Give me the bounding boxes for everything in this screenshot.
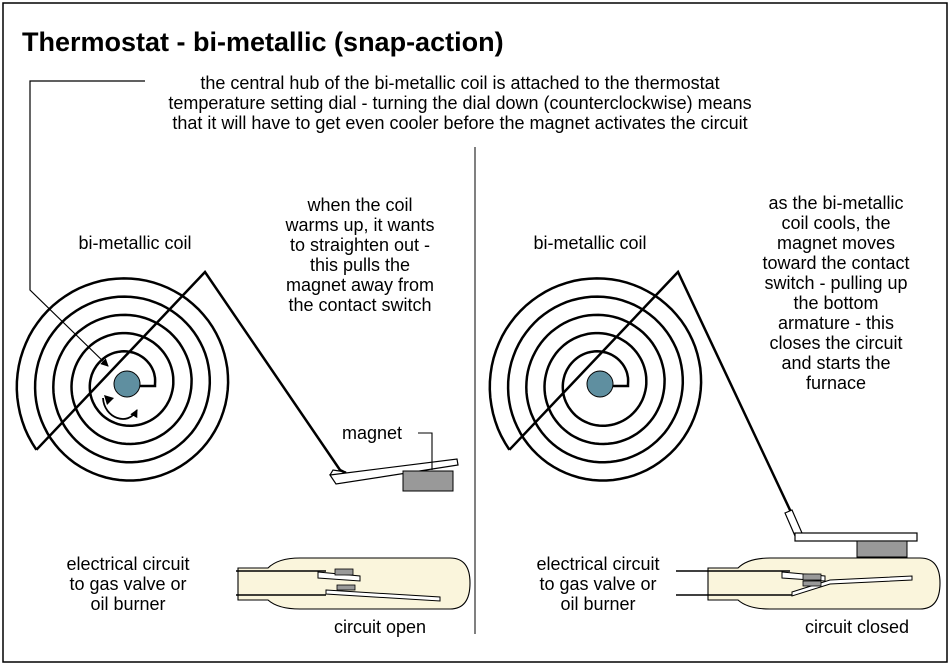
right-circuit-label-1: electrical circuit: [536, 554, 659, 574]
page-title: Thermostat - bi-metallic (snap-action): [22, 27, 504, 57]
left-warm-note-1: when the coil: [306, 195, 412, 215]
right-cool-note-6: the bottom: [793, 293, 878, 313]
right-state-label: circuit closed: [805, 617, 909, 637]
left-panel: bi-metallic coil when the coil warms up,…: [15, 195, 471, 637]
left-contact-switch-envelope: [237, 557, 471, 610]
right-cool-note-4: toward the contact: [762, 253, 909, 273]
right-upper-contact-pad: [802, 573, 822, 581]
right-cool-note-8: closes the circuit: [769, 333, 902, 353]
right-bimetallic-coil: [488, 277, 703, 482]
top-note-line-3: that it will have to get even cooler bef…: [172, 113, 747, 133]
right-coil-hub: [586, 370, 614, 398]
left-coil-label: bi-metallic coil: [78, 233, 191, 253]
right-cool-note-1: as the bi-metallic: [768, 193, 903, 213]
left-bimetallic-coil: [15, 277, 230, 482]
dial-rotation-arrowhead: [104, 395, 114, 405]
magnet-label: magnet: [342, 423, 402, 443]
outer-border: [2, 2, 948, 663]
dial-rotation-arrow: [102, 397, 138, 420]
right-arm-bend: [784, 509, 803, 537]
right-cool-note-7: armature - this: [778, 313, 894, 333]
left-lower-contact-pad: [336, 584, 356, 591]
left-arm-bend: [329, 469, 347, 476]
right-circuit-label-2: to gas valve or: [539, 574, 656, 594]
right-lower-contact-blade: [791, 575, 913, 597]
right-magnet: [856, 540, 908, 558]
left-warm-note-5: magnet away from: [286, 275, 434, 295]
left-warm-note-4: this pulls the: [310, 255, 410, 275]
left-coil-hub: [113, 370, 141, 398]
hub-leader-arrow: [29, 80, 145, 367]
left-warm-note-2: warms up, it wants: [284, 215, 434, 235]
right-lower-contact-pad: [802, 580, 822, 587]
left-warm-note-3: to straighten out -: [290, 235, 430, 255]
left-circuit-label-3: oil burner: [90, 594, 165, 614]
left-lower-contact-blade: [325, 589, 441, 602]
left-magnet-arm: [328, 458, 459, 485]
left-state-label: circuit open: [334, 617, 426, 637]
left-circuit-label-1: electrical circuit: [66, 554, 189, 574]
right-panel: bi-metallic coil as the bi-metallic coil…: [488, 193, 941, 637]
top-note-line-2: temperature setting dial - turning the d…: [168, 93, 751, 113]
left-upper-contact-pad: [334, 568, 354, 576]
right-cool-note-5: switch - pulling up: [764, 273, 907, 293]
right-magnet-arm: [794, 532, 918, 542]
left-magnet: [402, 470, 454, 492]
right-cool-note-10: furnace: [806, 373, 866, 393]
right-cool-note-9: and starts the: [781, 353, 890, 373]
right-cool-note-2: coil cools, the: [781, 213, 890, 233]
right-coil-label: bi-metallic coil: [533, 233, 646, 253]
magnet-leader-line: [418, 432, 433, 470]
left-circuit-label-2: to gas valve or: [69, 574, 186, 594]
top-note-line-1: the central hub of the bi-metallic coil …: [200, 73, 719, 93]
right-circuit-label-3: oil burner: [560, 594, 635, 614]
right-cool-note-3: magnet moves: [777, 233, 895, 253]
top-annotation: the central hub of the bi-metallic coil …: [29, 73, 752, 367]
left-warm-note-6: the contact switch: [288, 295, 431, 315]
